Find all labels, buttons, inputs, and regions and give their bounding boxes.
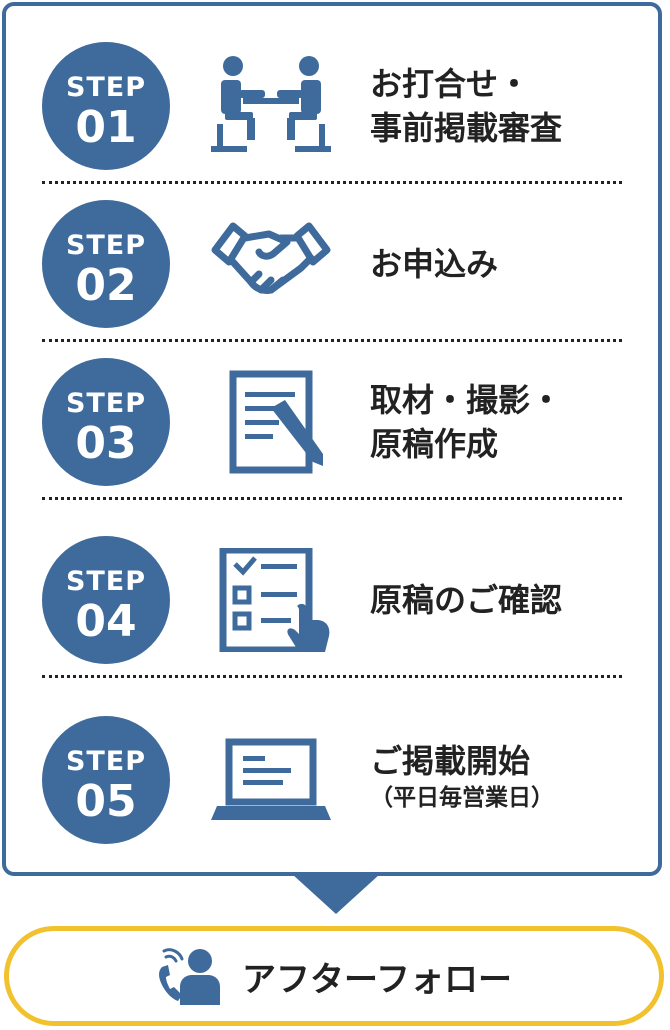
document-pen-icon bbox=[229, 370, 323, 474]
divider bbox=[42, 181, 622, 184]
step-label: STEP bbox=[65, 746, 147, 777]
phone-support-icon bbox=[159, 948, 221, 1005]
laptop-icon bbox=[211, 738, 331, 820]
after-follow-label: アフターフォロー bbox=[242, 959, 512, 1000]
step-label: STEP bbox=[65, 72, 147, 103]
step-label: STEP bbox=[65, 566, 147, 597]
checklist-icon bbox=[219, 548, 330, 652]
step-number: 05 bbox=[75, 776, 137, 827]
step-title: お申込み bbox=[370, 245, 499, 283]
step-row-02: STEP 02 お申込み bbox=[6, 186, 658, 342]
step-number: 04 bbox=[75, 596, 137, 647]
step-badge: STEP 05 bbox=[42, 716, 170, 844]
step-row-05: STEP 05 ご掲載開始 （平日毎営業日） bbox=[6, 702, 658, 868]
step-title: ご掲載開始 （平日毎営業日） bbox=[370, 698, 650, 854]
step-badge: STEP 03 bbox=[42, 358, 170, 486]
step-title: 原稿のご確認 bbox=[370, 581, 563, 619]
step-number: 01 bbox=[75, 102, 137, 153]
handshake-icon bbox=[211, 222, 331, 294]
meeting-icon bbox=[211, 56, 331, 152]
step-title: お打合せ・ 事前掲載審査 bbox=[370, 65, 563, 147]
step-row-03: STEP 03 取材・撮影・ 原稿作成 bbox=[6, 344, 658, 500]
step-row-04: STEP 04 原稿のご確認 bbox=[6, 522, 658, 678]
divider bbox=[42, 675, 622, 678]
step-number: 03 bbox=[75, 418, 137, 469]
step-label: STEP bbox=[65, 388, 147, 419]
step-label: STEP bbox=[65, 230, 147, 261]
step-number: 02 bbox=[75, 260, 137, 311]
step-badge: STEP 02 bbox=[42, 200, 170, 328]
steps-panel: STEP 01 お打合せ・ bbox=[2, 2, 662, 876]
step-badge: STEP 01 bbox=[42, 42, 170, 170]
down-arrow-icon bbox=[292, 874, 380, 914]
step-subtitle: （平日毎営業日） bbox=[370, 785, 554, 811]
divider bbox=[42, 339, 622, 342]
step-row-01: STEP 01 お打合せ・ bbox=[6, 28, 658, 184]
step-badge: STEP 04 bbox=[42, 536, 170, 664]
step-title: 取材・撮影・ 原稿作成 bbox=[370, 381, 563, 463]
divider bbox=[42, 497, 622, 500]
after-follow-box: アフターフォロー bbox=[4, 926, 664, 1026]
